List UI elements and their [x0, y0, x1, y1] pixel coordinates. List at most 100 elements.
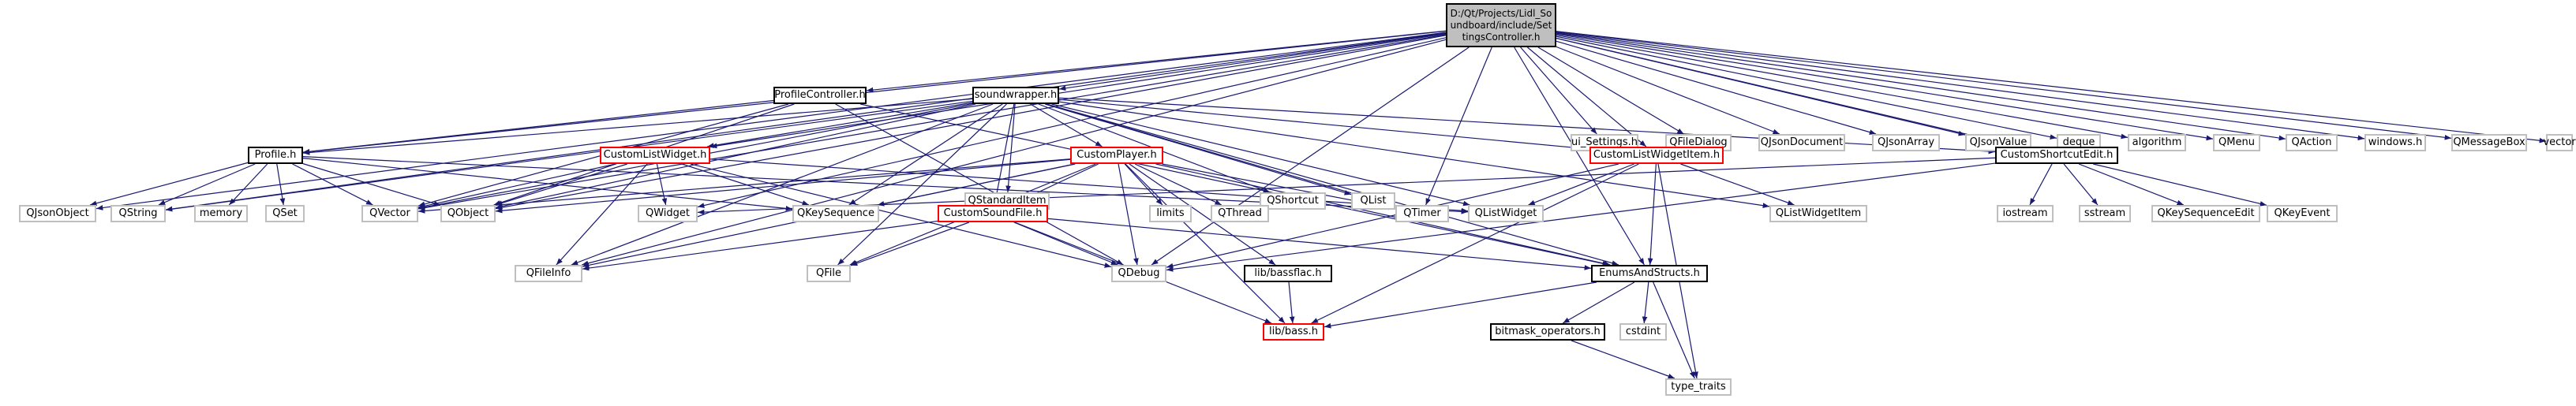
edge-settings-to-customshortcutedit: [1556, 37, 2020, 148]
edge-settings-to-qtimer: [1425, 47, 1492, 206]
edge-profilectl-to-profile: [302, 99, 774, 155]
edge-customplayer-to-enumsandstructs: [1155, 163, 1611, 266]
edge-soundwrapper-to-customplayer: [1030, 103, 1103, 147]
edge-customlistwidget-to-qkeysequence: [681, 163, 810, 206]
edge-customsoundfile-to-qfile: [850, 222, 970, 266]
edge-soundwrapper-to-customlistwidgetitem: [1058, 99, 1590, 151]
edge-settings-to-qmenu: [1556, 33, 2214, 141]
edge-customlistwidget-to-qlistwidget: [710, 158, 1469, 214]
node-customplayer[interactable]: CustomPlayer.h: [1070, 147, 1163, 164]
node-qkeysequenceedit[interactable]: QKeySequenceEdit: [2151, 205, 2260, 222]
edge-soundwrapper-to-qfileinfo: [571, 103, 994, 266]
edge-customlistwidget-to-qwidget: [656, 163, 668, 206]
edge-profile-to-qvector: [292, 163, 373, 206]
edge-settings-to-vector: [1556, 31, 2547, 143]
node-enumsandstructs[interactable]: EnumsAndStructs.h: [1591, 265, 1708, 282]
edge-customshortcutedit-to-qkeysequenceedit: [2078, 163, 2185, 206]
edge-settings-to-deque: [1556, 35, 2057, 140]
edge-customshortcutedit-to-qdebug: [1166, 162, 1996, 272]
node-customlistwidget[interactable]: CustomListWidget.h: [600, 147, 710, 164]
edge-customplayer-to-qobject: [495, 158, 1071, 214]
node-windows[interactable]: windows.h: [2364, 134, 2426, 151]
node-qjsonobject[interactable]: QJsonObject: [19, 205, 96, 222]
edge-profile-to-qset: [276, 163, 286, 206]
node-qvector[interactable]: QVector: [361, 205, 418, 222]
node-qjsonarray[interactable]: QJsonArray: [1872, 134, 1940, 151]
edge-soundwrapper-to-qobject: [495, 103, 976, 209]
edge-soundwrapper-to-customshortcutedit: [1058, 97, 1996, 155]
node-profile[interactable]: Profile.h: [248, 147, 303, 164]
edge-profilectl-to-qdebug: [835, 103, 1124, 266]
edge-soundwrapper-to-customsoundfile: [993, 103, 1015, 206]
node-qkeyevent[interactable]: QKeyEvent: [2267, 205, 2338, 222]
edge-enumsandstructs-to-libbass: [1324, 281, 1597, 329]
edge-customlistwidget-to-qobject: [495, 163, 627, 206]
node-qaction[interactable]: QAction: [2286, 134, 2338, 151]
node-type-traits[interactable]: type_traits: [1665, 378, 1732, 396]
edge-enumsandstructs-to-cstdint: [1642, 281, 1649, 324]
node-qjsondocument[interactable]: QJsonDocument: [1758, 134, 1845, 151]
node-qfileinfo[interactable]: QFileInfo: [515, 265, 582, 282]
edge-settings-to-enumsandstructs: [1514, 47, 1645, 266]
edge-soundwrapper-to-qlistwidget: [1051, 103, 1470, 207]
node-qtimer[interactable]: QTimer: [1395, 205, 1449, 222]
edge-profile-to-qkeysequence: [302, 158, 793, 211]
node-qwidget[interactable]: QWidget: [638, 205, 698, 222]
edge-customshortcutedit-to-qwidget: [697, 157, 1996, 215]
node-qkeysequence[interactable]: QKeySequence: [792, 205, 879, 222]
node-customsoundfile[interactable]: CustomSoundFile.h: [938, 205, 1048, 222]
node-qmessagebox[interactable]: QMessageBox: [2451, 134, 2527, 151]
edge-soundwrapper-to-qtimer: [1045, 103, 1396, 207]
node-qfile[interactable]: QFile: [807, 265, 851, 282]
node-qthread[interactable]: QThread: [1211, 205, 1269, 222]
edge-settings-to-qjsonobject: [95, 32, 1447, 210]
node-memory[interactable]: memory: [194, 205, 248, 222]
edge-customsoundfile-to-enumsandstructs: [1047, 218, 1592, 270]
node-cstdint[interactable]: cstdint: [1619, 323, 1667, 341]
edge-customplayer-to-limits: [1124, 163, 1163, 206]
node-profilectl[interactable]: ProfileController.h: [773, 87, 867, 104]
node-libbassflac[interactable]: lib/bassflac.h: [1244, 265, 1332, 282]
edge-customplayer-to-qdebug: [1118, 163, 1139, 266]
edge-settings-to-qaction: [1556, 32, 2286, 141]
node-vector[interactable]: vector: [2543, 134, 2576, 151]
node-qobject[interactable]: QObject: [440, 205, 496, 222]
edge-settings-to-algorithm: [1556, 34, 2129, 140]
edge-libbassflac-to-libbass: [1288, 281, 1295, 324]
edge-customlistwidgetitem-to-libbass: [1311, 163, 1639, 324]
edge-profile-to-qjsonobject: [89, 162, 249, 207]
node-customlistwidgetitem[interactable]: CustomListWidgetItem.h: [1589, 147, 1724, 164]
edge-customplayer-to-qvector: [417, 158, 1071, 214]
edge-customlistwidget-to-qvector: [417, 163, 616, 209]
node-qlistwidget[interactable]: QListWidget: [1468, 205, 1544, 222]
node-qdebug[interactable]: QDebug: [1111, 265, 1166, 282]
edge-customlistwidgetitem-to-qlistwidget: [1528, 163, 1634, 206]
edge-profile-to-qobject: [302, 163, 441, 207]
edge-customplayer-to-libbass: [1125, 163, 1286, 324]
edge-profilectl-to-enumsandstructs: [860, 103, 1609, 266]
edge-enumsandstructs-to-bitmask: [1562, 281, 1635, 324]
edge-settings-to-ui_settings: [1520, 47, 1597, 135]
node-sstream[interactable]: sstream: [2079, 205, 2131, 222]
node-qlist[interactable]: QList: [1351, 192, 1395, 210]
node-algorithm[interactable]: algorithm: [2128, 134, 2186, 151]
edge-settings-to-qjsondocument: [1556, 46, 1780, 135]
node-settings[interactable]: D:/Qt/Projects/Lidl_Soundboard/include/S…: [1446, 3, 1556, 47]
node-iostream[interactable]: iostream: [1997, 205, 2054, 222]
edge-settings-to-qdebug: [1151, 47, 1470, 266]
node-qstring[interactable]: QString: [110, 205, 166, 222]
node-qlistwidgetitem[interactable]: QListWidgetItem: [1769, 205, 1867, 222]
node-bitmask[interactable]: bitmask_operators.h: [1490, 323, 1605, 341]
node-libbass[interactable]: lib/bass.h: [1263, 323, 1324, 341]
node-soundwrapper[interactable]: soundwrapper.h: [972, 87, 1059, 104]
node-limits[interactable]: limits: [1149, 205, 1192, 222]
edge-settings-to-profile: [302, 30, 1447, 155]
node-qset[interactable]: QSet: [265, 205, 305, 222]
edge-customsoundfile-to-qdebug: [1013, 222, 1118, 266]
node-qmenu[interactable]: QMenu: [2213, 134, 2260, 151]
node-customshortcutedit[interactable]: CustomShortcutEdit.h: [1995, 147, 2118, 164]
edge-profile-to-memory: [228, 163, 268, 206]
node-qshortcut[interactable]: QShortcut: [1260, 192, 1326, 210]
